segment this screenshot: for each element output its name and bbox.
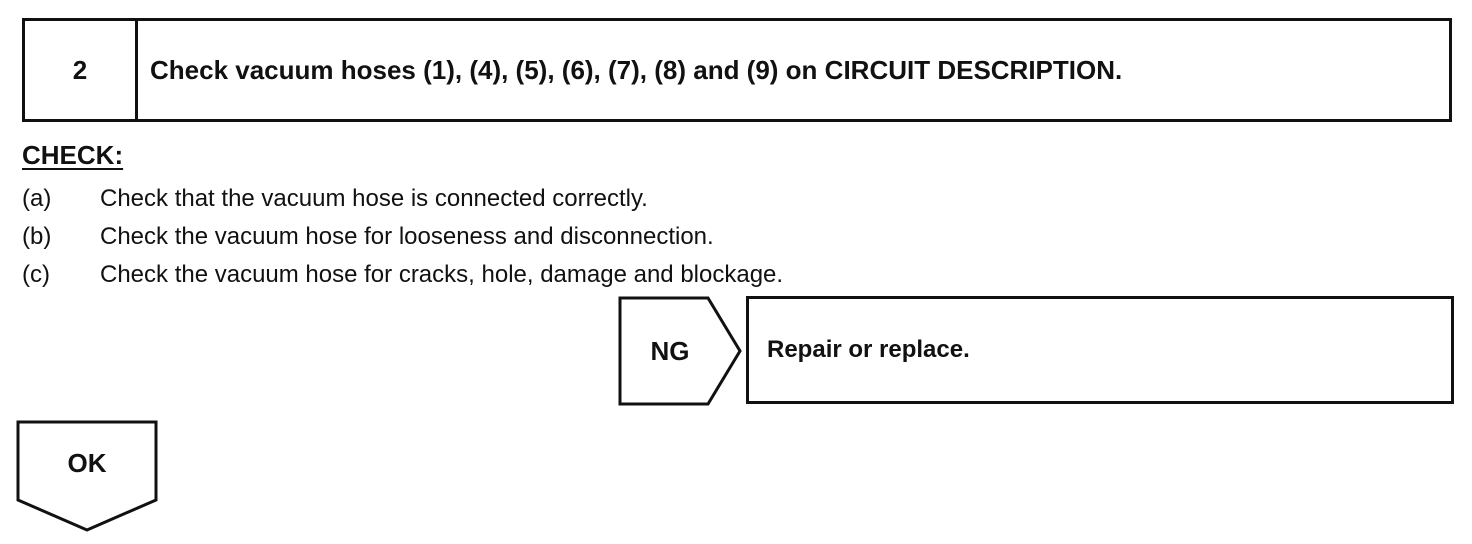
check-item-marker: (b) [22, 223, 52, 250]
step-title: Check vacuum hoses (1), (4), (5), (6), (… [150, 54, 1123, 85]
check-item-b: (b) Check the vacuum hose for looseness … [22, 218, 783, 256]
check-item-marker: (a) [22, 185, 52, 212]
step-header: 2 Check vacuum hoses (1), (4), (5), (6),… [22, 18, 1452, 122]
check-item-text: Check that the vacuum hose is connected … [100, 185, 648, 212]
check-item-a: (a) Check that the vacuum hose is connec… [22, 180, 783, 218]
ng-arrow-icon [618, 296, 742, 406]
check-item-text: Check the vacuum hose for cracks, hole, … [100, 261, 784, 288]
ng-action-box: Repair or replace. [746, 296, 1454, 404]
step-number: 2 [25, 21, 138, 119]
check-item-marker: (c) [22, 261, 50, 288]
ng-action-text: Repair or replace. [767, 336, 970, 363]
ng-label: NG [650, 335, 690, 366]
check-heading: CHECK: [22, 140, 124, 170]
check-item-text: Check the vacuum hose for looseness and … [100, 223, 714, 250]
check-item-c: (c) Check the vacuum hose for cracks, ho… [22, 256, 783, 294]
ok-label: OK [67, 447, 107, 478]
ok-arrow-icon [16, 420, 158, 532]
check-list: (a) Check that the vacuum hose is connec… [22, 180, 783, 294]
